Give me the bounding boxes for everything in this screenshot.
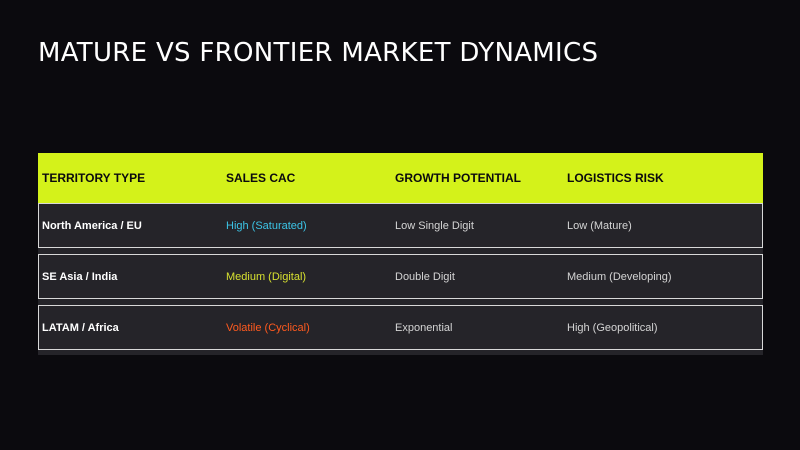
risk-cell: High (Geopolitical) <box>567 322 658 334</box>
page-title: MATURE VS FRONTIER MARKET DYNAMICS <box>38 38 599 68</box>
market-dynamics-table: TERRITORY TYPE SALES CAC GROWTH POTENTIA… <box>38 153 763 355</box>
risk-cell: Low (Mature) <box>567 220 632 232</box>
header-territory-type: TERRITORY TYPE <box>42 171 146 185</box>
growth-cell: Low Single Digit <box>395 220 474 232</box>
header-logistics-risk: LOGISTICS RISK <box>567 171 664 185</box>
sales-cac-cell: Medium (Digital) <box>226 271 307 283</box>
table-row: SE Asia / India Medium (Digital) Double … <box>38 254 763 299</box>
territory-cell: SE Asia / India <box>42 271 118 283</box>
risk-cell: Medium (Developing) <box>567 271 672 283</box>
growth-cell: Exponential <box>395 322 453 334</box>
growth-cell: Double Digit <box>395 271 455 283</box>
territory-cell: LATAM / Africa <box>42 322 119 334</box>
sales-cac-cell: High (Saturated) <box>226 220 307 232</box>
header-sales-cac: SALES CAC <box>226 171 296 185</box>
table-header-row: TERRITORY TYPE SALES CAC GROWTH POTENTIA… <box>38 153 763 203</box>
table-row: North America / EU High (Saturated) Low … <box>38 203 763 248</box>
sales-cac-cell: Volatile (Cyclical) <box>226 322 310 334</box>
header-growth-potential: GROWTH POTENTIAL <box>395 171 521 185</box>
table-row: LATAM / Africa Volatile (Cyclical) Expon… <box>38 305 763 350</box>
territory-cell: North America / EU <box>42 220 142 232</box>
